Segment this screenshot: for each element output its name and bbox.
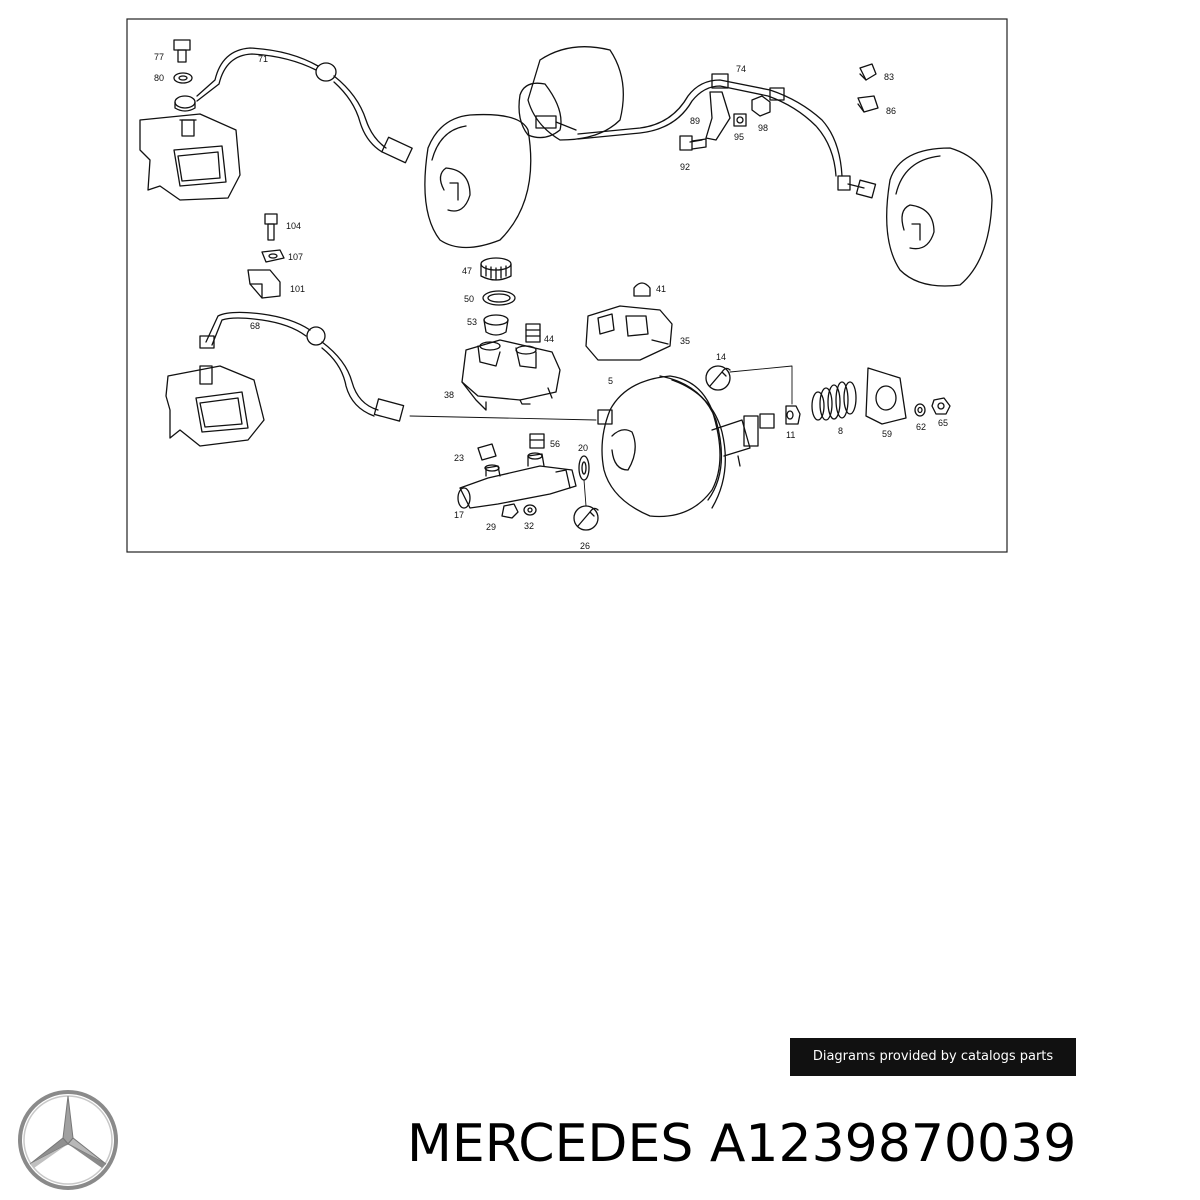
brake-disc-right [886, 147, 993, 287]
label-95: 95 [734, 132, 744, 142]
fluid-reservoir-35 [585, 305, 673, 361]
label-62: 62 [916, 422, 926, 432]
label-44: 44 [544, 334, 554, 344]
brake-disc-top-center [424, 113, 532, 249]
caliper-top-left [139, 113, 241, 201]
plug-56 [529, 433, 545, 449]
label-92: 92 [680, 162, 690, 172]
label-74: 74 [736, 64, 746, 74]
brake-booster-5 [597, 375, 775, 518]
label-26: 26 [580, 541, 590, 551]
washer-32 [523, 504, 537, 516]
clip-86 [857, 95, 879, 113]
label-38: 38 [444, 390, 454, 400]
strainer-53 [483, 314, 509, 336]
wrench-symbol-14 [705, 365, 793, 405]
bolt-92 [679, 135, 707, 151]
nut-29 [501, 503, 519, 519]
label-68: 68 [250, 321, 260, 331]
brake-hose-71 [196, 47, 319, 97]
brake-line-74 [577, 79, 843, 177]
washer-107 [261, 249, 285, 263]
seal-ring-50 [482, 290, 516, 306]
brake-hose-68 [205, 311, 311, 343]
label-104: 104 [286, 221, 301, 231]
bracket-89 [705, 91, 731, 141]
reservoir-cap-47 [480, 257, 512, 281]
label-80: 80 [154, 73, 164, 83]
bleed-screw-77 [173, 39, 196, 112]
label-98: 98 [758, 123, 768, 133]
label-8: 8 [838, 426, 843, 436]
label-71: 71 [258, 54, 268, 64]
sleeve-11 [785, 405, 801, 425]
gasket-59 [865, 367, 907, 425]
label-107: 107 [288, 252, 303, 262]
label-77: 77 [154, 52, 164, 62]
label-11: 11 [786, 430, 795, 440]
label-17: 17 [454, 510, 464, 520]
label-101: 101 [290, 284, 305, 294]
label-65: 65 [938, 418, 948, 428]
caliper-lower-left [165, 365, 265, 447]
label-41: 41 [656, 284, 666, 294]
label-47: 47 [462, 266, 472, 276]
nut-98 [751, 95, 771, 117]
boot-8 [811, 381, 857, 421]
reservoir-cap-41 [633, 282, 651, 297]
label-83: 83 [884, 72, 894, 82]
wrench-symbol-26 [573, 479, 599, 531]
nut-95 [733, 113, 747, 127]
clip-101 [247, 269, 281, 299]
label-23: 23 [454, 453, 464, 463]
master-cylinder-38 [461, 339, 561, 411]
label-35: 35 [680, 336, 690, 346]
label-29: 29 [486, 522, 496, 532]
washer-62 [914, 403, 926, 417]
label-56: 56 [550, 439, 560, 449]
master-cylinder-17 [457, 452, 577, 509]
label-32: 32 [524, 521, 534, 531]
label-50: 50 [464, 294, 474, 304]
label-20: 20 [578, 443, 588, 453]
label-5: 5 [608, 376, 613, 386]
label-53: 53 [467, 317, 477, 327]
mercedes-star-icon [18, 1090, 118, 1190]
bolt-104 [264, 213, 278, 241]
label-14: 14 [716, 352, 726, 362]
diagram-source-caption: Diagrams provided by catalogs parts [790, 1038, 1076, 1076]
brake-drum-top [518, 46, 624, 141]
part-labels: 77 80 71 74 83 86 89 95 98 92 104 107 10… [154, 52, 948, 551]
nut-65 [931, 397, 951, 415]
label-89: 89 [690, 116, 700, 126]
label-86: 86 [886, 106, 896, 116]
plug-23 [477, 443, 497, 461]
label-59: 59 [882, 429, 892, 439]
brand-part-number: MERCEDES A1239870039 [407, 1114, 1077, 1174]
clip-83 [859, 63, 877, 81]
plug-44 [525, 323, 541, 343]
